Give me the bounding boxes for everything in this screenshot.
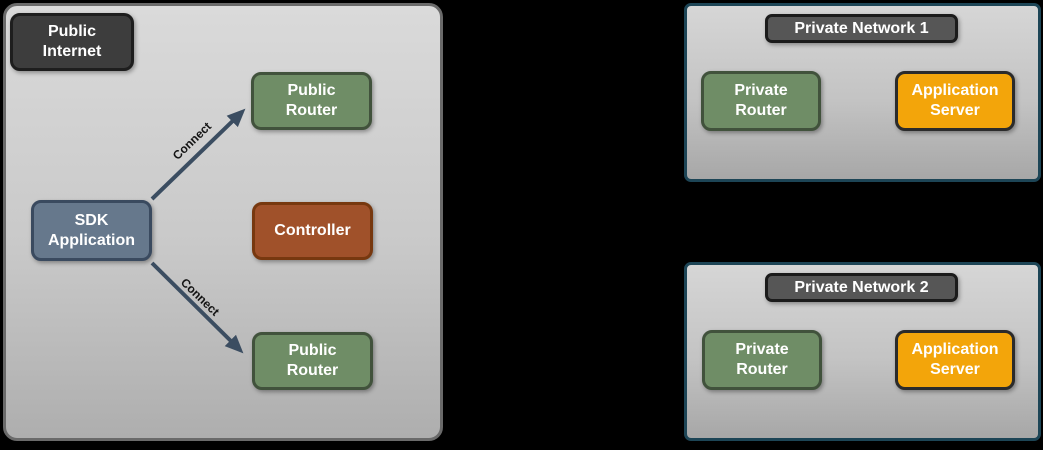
node-application-server-2: Application Server [895, 330, 1015, 390]
node-private-router-1: Private Router [701, 71, 821, 131]
node-application-server-1: Application Server [895, 71, 1015, 131]
node-private-router-2: Private Router [702, 330, 822, 390]
node-public-router-top: Public Router [251, 72, 372, 130]
private-network-2-title: Private Network 2 [765, 273, 958, 302]
node-public-router-bottom: Public Router [252, 332, 373, 390]
public-internet-badge: Public Internet [10, 13, 134, 71]
private-network-1-title: Private Network 1 [765, 14, 958, 43]
node-sdk-application: SDK Application [31, 200, 152, 261]
connect-edge-top [150, 108, 246, 201]
node-controller: Controller [252, 202, 373, 260]
connect-edge-bottom [150, 261, 244, 354]
